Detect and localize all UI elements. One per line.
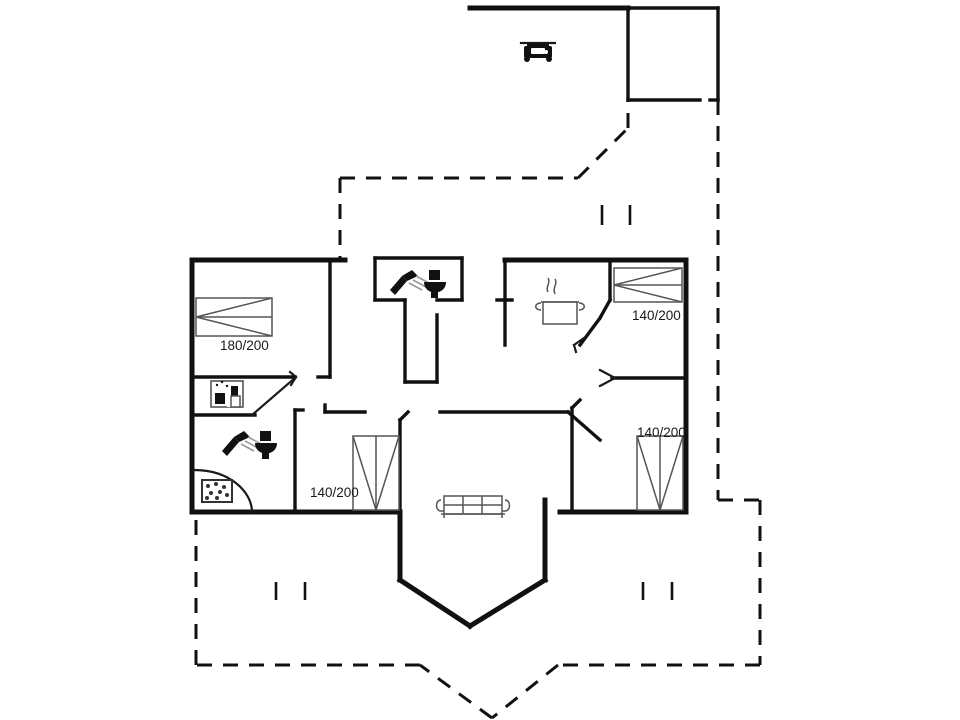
sofa-icon xyxy=(435,495,511,518)
bed-icon xyxy=(613,267,683,303)
car-icon xyxy=(519,41,557,62)
toilet-icon xyxy=(255,431,277,459)
toilet-icon xyxy=(424,270,446,298)
cooking-pot-icon xyxy=(535,277,585,325)
roof-terrace-outline xyxy=(194,8,762,720)
bed-icon xyxy=(352,435,400,511)
bed-icon xyxy=(636,435,684,511)
shower-icon xyxy=(390,270,430,295)
washbasin-icon xyxy=(210,380,244,408)
interior-walls-right-wing xyxy=(495,258,688,514)
carport-walls xyxy=(467,5,720,102)
whirlpool-tub-icon xyxy=(192,468,254,514)
interior-walls-center xyxy=(323,256,603,443)
living-room-bay-walls xyxy=(396,497,549,630)
interior-walls-left-wing xyxy=(190,258,411,514)
terrace-post-marks xyxy=(274,205,674,600)
bed-icon xyxy=(195,297,273,337)
